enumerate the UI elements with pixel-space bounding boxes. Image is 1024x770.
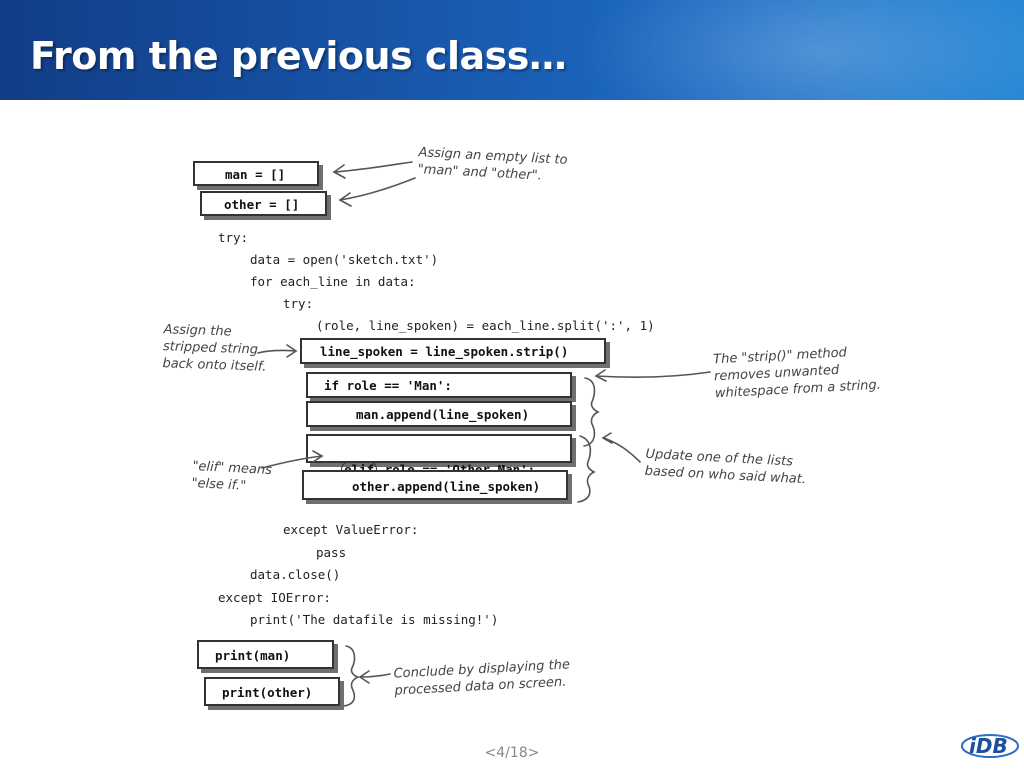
idb-logo: iDB: [960, 722, 1020, 766]
code-text: if role == 'Man':: [324, 378, 452, 393]
brace-man: [583, 377, 600, 447]
code-line-close: data.close(): [250, 567, 341, 582]
arrowhead: [594, 369, 607, 382]
arrowhead: [338, 192, 352, 207]
arrowhead: [601, 432, 613, 444]
code-text: print(man): [215, 648, 291, 663]
code-box-print-man: print(man): [197, 640, 334, 669]
page-indicator: <4/18>: [484, 745, 540, 761]
code-text: line_spoken = line_spoken.strip(): [320, 344, 569, 359]
slide-header: From the previous class…: [0, 0, 1024, 100]
code-box-man-append: man.append(line_spoken): [306, 401, 572, 427]
header-glow: [560, 0, 1024, 100]
code-line-print-missing: print('The datafile is missing!'): [250, 612, 499, 627]
arrow-to-strip-box: [257, 349, 297, 354]
brace-other: [577, 435, 596, 503]
arrowhead: [286, 344, 298, 358]
arrow-strip-method: [595, 371, 711, 378]
arrow-elif: [261, 455, 323, 469]
code-line-for: for each_line in data:: [250, 274, 416, 289]
code-line-pass: pass: [316, 545, 347, 560]
arrow-to-man-box: [333, 161, 413, 173]
code-box-man: man = []: [193, 161, 319, 186]
svg-text:iDB: iDB: [969, 734, 1008, 758]
code-box-if: if role == 'Man':: [306, 372, 572, 398]
code-line-try-inner: try:: [283, 296, 314, 311]
code-box-other-append: other.append(line_spoken): [302, 470, 568, 500]
arrowhead: [358, 670, 370, 684]
arrow-to-other-box: [339, 177, 416, 201]
brace-print: [343, 645, 361, 707]
slide-title: From the previous class…: [30, 34, 567, 78]
code-box-strip: line_spoken = line_spoken.strip(): [300, 338, 606, 364]
code-box-elif: elif role == 'Other Man':: [306, 434, 572, 478]
code-box-other: other = []: [200, 191, 327, 216]
code-text: print(other): [222, 685, 313, 700]
code-line-open: data = open('sketch.txt'): [250, 252, 439, 267]
arrowhead: [312, 450, 324, 463]
arrow-conclude: [359, 673, 391, 678]
code-text: man.append(line_spoken): [356, 407, 530, 422]
code-box-print-other: print(other): [204, 677, 340, 706]
code-line-except-value: except ValueError:: [283, 522, 419, 537]
arrowhead: [332, 164, 346, 179]
code-text: other.append(line_spoken): [352, 479, 541, 494]
code-line-split: (role, line_spoken) = each_line.split(':…: [316, 318, 655, 333]
arrow-update: [603, 437, 641, 463]
code-text: man = []: [225, 167, 286, 182]
code-line-except-io: except IOError:: [218, 590, 331, 605]
code-line-try: try:: [218, 230, 249, 245]
code-text: other = []: [224, 197, 300, 212]
